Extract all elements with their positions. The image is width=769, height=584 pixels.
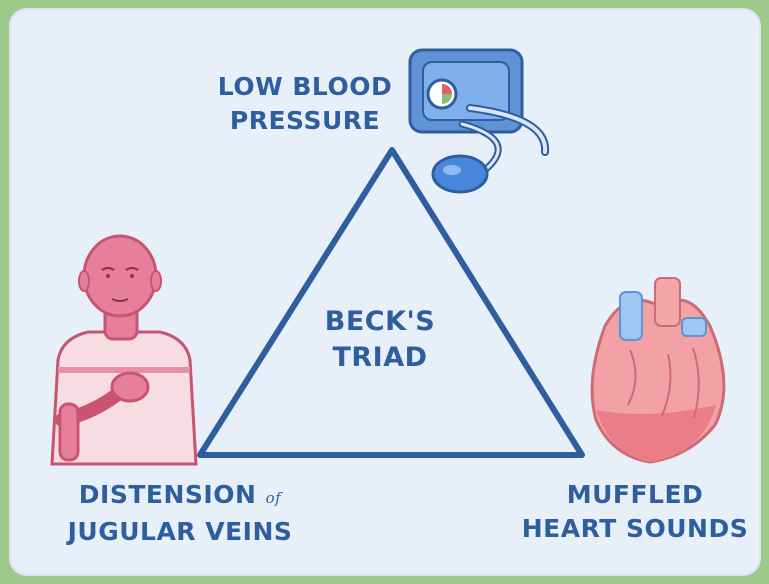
low-blood-pressure-line1: LOW BLOOD xyxy=(205,70,405,104)
low-blood-pressure-line2: PRESSURE xyxy=(205,104,405,138)
person-with-hand-on-chest-icon xyxy=(52,236,196,464)
blood-pressure-cuff-icon xyxy=(410,50,545,192)
becks-triad-title: BECK'S TRIAD xyxy=(300,304,460,376)
muffled-heart-sounds-line1: MUFFLED xyxy=(510,478,760,512)
distension-word: DISTENSION xyxy=(79,480,257,509)
jugular-veins-label: DISTENSION of JUGULAR VEINS xyxy=(30,478,330,549)
triad-triangle xyxy=(200,150,582,455)
jugular-veins-line2: JUGULAR VEINS xyxy=(30,515,330,549)
heart-icon xyxy=(592,278,724,462)
becks-triad-line2: TRIAD xyxy=(300,340,460,376)
muffled-heart-sounds-line2: HEART SOUNDS xyxy=(510,512,760,546)
of-word: of xyxy=(266,489,282,507)
jugular-veins-line1: DISTENSION of xyxy=(30,478,330,515)
muffled-heart-sounds-label: MUFFLED HEART SOUNDS xyxy=(510,478,760,546)
low-blood-pressure-label: LOW BLOOD PRESSURE xyxy=(205,70,405,138)
becks-triad-line1: BECK'S xyxy=(300,304,460,340)
